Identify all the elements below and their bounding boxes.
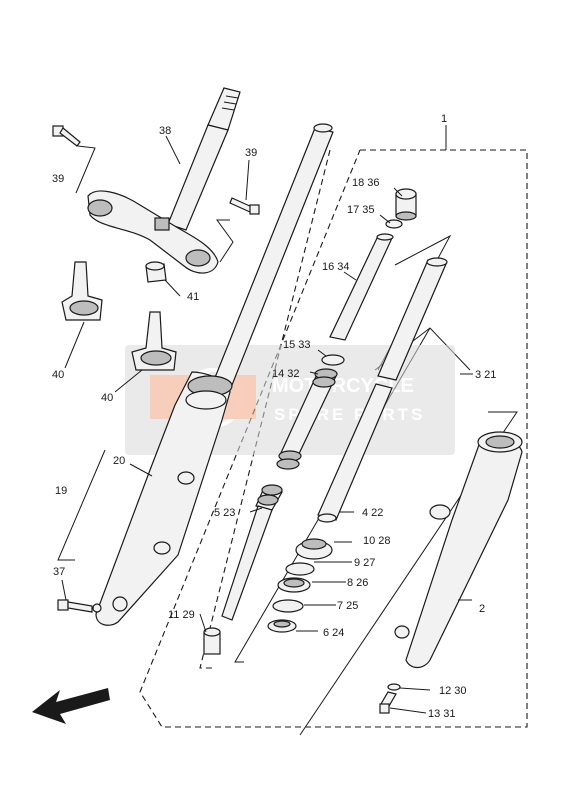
callout-41: 41: [187, 291, 199, 303]
callout-13-31: 13 31: [428, 708, 456, 720]
callout-18-36: 18 36: [352, 177, 380, 189]
callout-12-30: 12 30: [439, 685, 467, 697]
callout-39-right: 39: [245, 147, 257, 159]
bushing-6: [267, 619, 297, 633]
bracket-19: [57, 449, 106, 561]
callout-10-28: 10 28: [363, 535, 391, 547]
leader-lines: [61, 125, 473, 714]
callout-17-35: 17 35: [347, 204, 375, 216]
nut-41: [145, 261, 167, 283]
oil-lock-11: [203, 627, 221, 655]
callout-19: 19: [55, 485, 67, 497]
callout-11-29: 11 29: [168, 609, 195, 621]
oil-seal-8: [277, 577, 311, 593]
front-arrow-icon: [32, 688, 110, 724]
dust-seal-10: [295, 538, 333, 560]
callout-20: 20: [113, 455, 125, 467]
callout-37: 37: [53, 566, 65, 578]
fork-outer-tube-right: [394, 431, 523, 669]
bracket-38-39: [75, 145, 96, 194]
clip-9: [285, 562, 315, 576]
bolt-39-left: [52, 125, 81, 147]
cover-40-upper: [61, 261, 103, 321]
bolt-39-right: [229, 197, 260, 215]
callout-6-24: 6 24: [323, 627, 344, 639]
under-bracket: [87, 190, 219, 274]
fork-spring-14: [276, 368, 338, 470]
inner-tube-3: [377, 257, 448, 381]
washer-15: [321, 354, 345, 366]
callout-16-34: 16 34: [322, 261, 350, 273]
callout-14-32: 14 32: [272, 368, 300, 380]
callout-9-27: 9 27: [354, 557, 375, 569]
callout-4-22: 4 22: [362, 507, 383, 519]
bracket-39-right: [216, 219, 234, 263]
tube-4: [317, 383, 393, 523]
callout-39-left: 39: [52, 173, 64, 185]
callout-2: 2: [479, 603, 485, 615]
callout-1: 1: [441, 113, 447, 125]
callout-3-21: 3 21: [475, 369, 496, 381]
callout-38: 38: [159, 125, 171, 137]
cover-40-lower: [131, 311, 177, 371]
bolt-13: [379, 691, 397, 714]
fork-outer-tube-left: [95, 371, 233, 626]
bracket-2: [299, 411, 518, 736]
spacer-tube-16: [329, 233, 394, 341]
damper-rod-5: [221, 484, 283, 621]
steering-stem: [167, 87, 241, 231]
callout-5-23: 5 23: [214, 507, 235, 519]
callout-labels: 1 2 3 21 4 22 5 23 6 24 7 25 8 26 9 27 1…: [52, 113, 496, 720]
callout-7-25: 7 25: [337, 600, 358, 612]
callout-8-26: 8 26: [347, 577, 368, 589]
washer-12: [387, 683, 401, 691]
callout-40-upper: 40: [52, 369, 64, 381]
bolt-37: [57, 599, 102, 613]
callout-40-lower: 40: [101, 392, 113, 404]
fork-tube-dashed-guide: [199, 149, 331, 669]
o-ring-17: [385, 219, 403, 229]
washer-7: [272, 599, 304, 613]
callout-15-33: 15 33: [283, 339, 311, 351]
cap-bolt-18: [395, 188, 417, 221]
